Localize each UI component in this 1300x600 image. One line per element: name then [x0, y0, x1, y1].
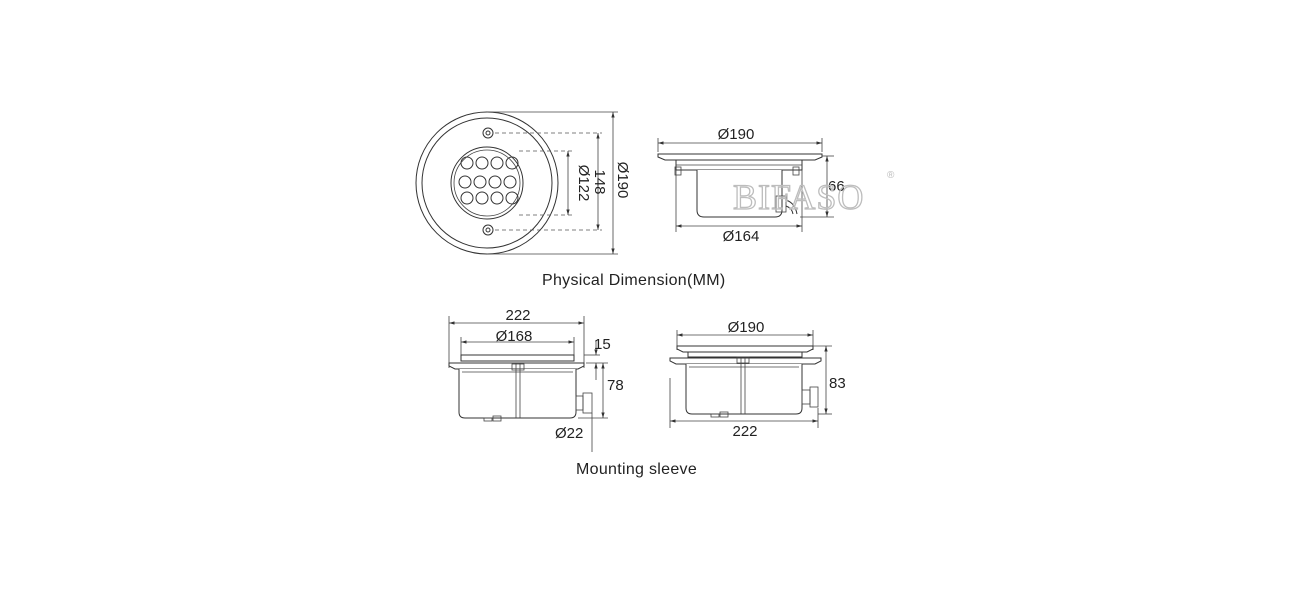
sleeve-right-83: 83 — [829, 375, 846, 392]
caption-mounting-sleeve: Mounting sleeve — [576, 461, 697, 478]
caption-physical-dimension: Physical Dimension(MM) — [542, 272, 726, 289]
dim-outer-190: Ø190 — [614, 162, 631, 199]
watermark-text: BIFASO — [733, 177, 864, 217]
dim-148: 148 — [591, 169, 608, 194]
sleeve-right: Ø190 83 222 — [669, 319, 846, 440]
sleeve-right-190: Ø190 — [728, 319, 765, 336]
dim-122: Ø122 — [575, 165, 592, 202]
sleeve-left-222: 222 — [505, 307, 530, 324]
side-dim-66: 66 — [828, 178, 845, 195]
watermark-registered: ® — [887, 170, 895, 181]
led-array — [458, 156, 519, 205]
screw-top — [482, 127, 494, 139]
sleeve-left-168: Ø168 — [496, 328, 533, 345]
watermark-logo: BIFASO ® — [732, 170, 895, 218]
side-dim-164: Ø164 — [723, 228, 760, 245]
side-dim-190: Ø190 — [718, 126, 755, 143]
sleeve-left-78: 78 — [607, 377, 624, 394]
sleeve-left: 222 Ø168 15 78 Ø22 — [448, 307, 624, 452]
sleeve-right-222: 222 — [732, 423, 757, 440]
side-view: Ø190 66 Ø164 — [657, 126, 845, 245]
screw-bottom — [482, 224, 494, 236]
sleeve-left-22: Ø22 — [555, 425, 583, 442]
top-view: Ø122 148 Ø190 — [415, 111, 631, 255]
sleeve-left-15: 15 — [594, 336, 611, 353]
